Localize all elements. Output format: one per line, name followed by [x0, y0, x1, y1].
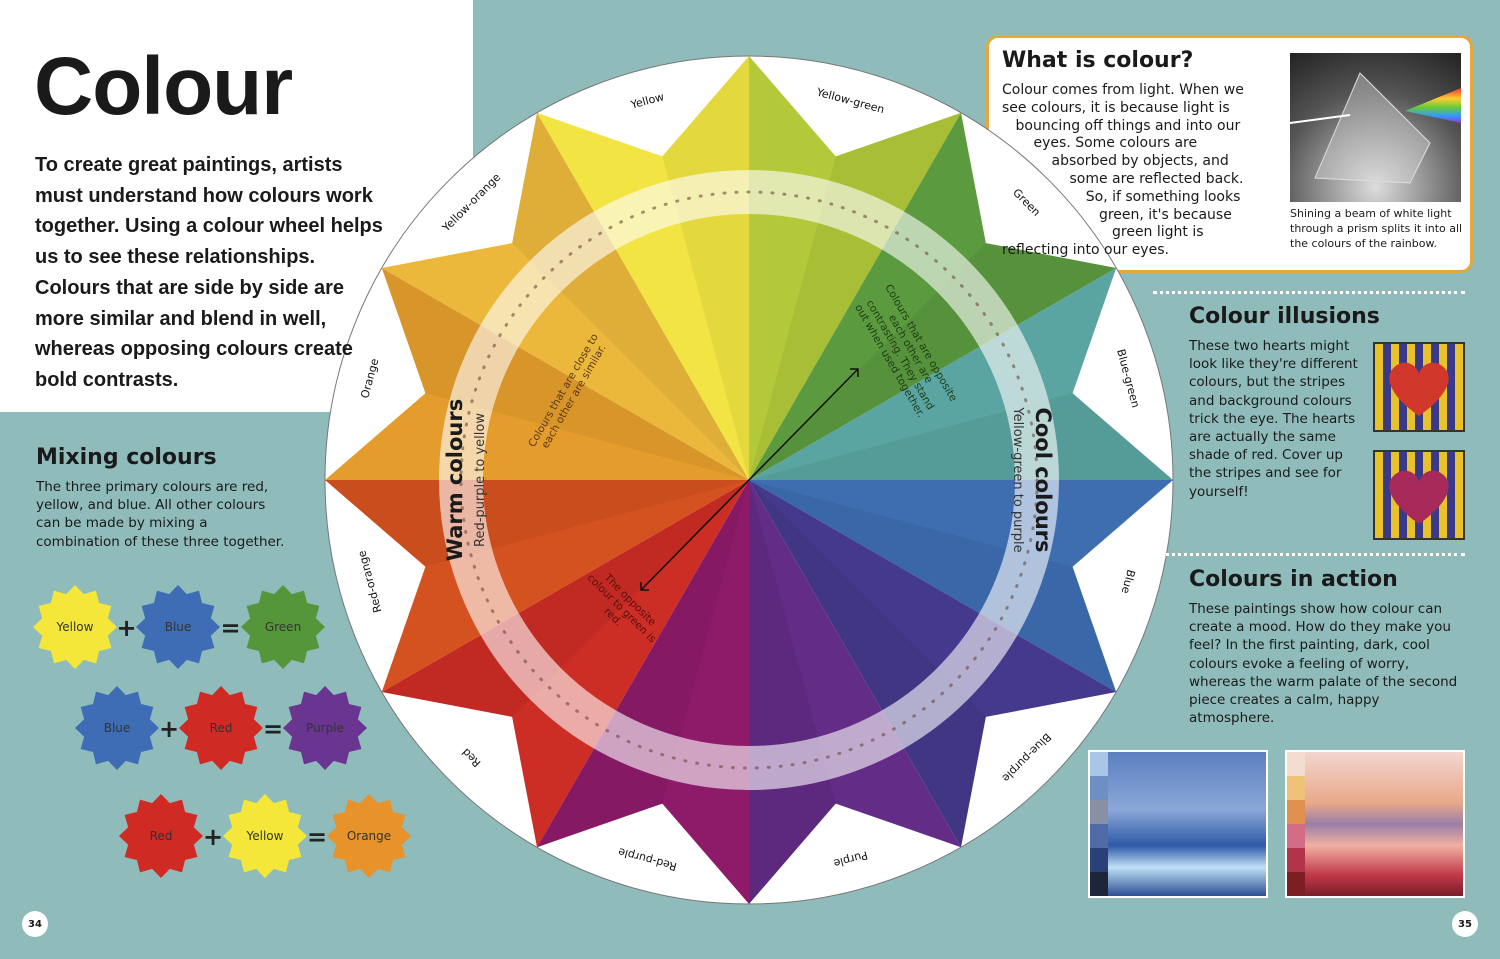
stormy-sea-painting	[1088, 750, 1268, 898]
segment-shade	[662, 56, 749, 480]
divider	[1153, 291, 1465, 294]
page-number-right: 35	[1452, 911, 1478, 937]
illusions-heading-text: Colour illusions	[1189, 304, 1380, 329]
segment-shade	[749, 393, 1173, 480]
mix-star-label: Red	[210, 721, 233, 735]
wheel-segment	[749, 480, 1173, 692]
plus-sign: +	[203, 823, 223, 851]
colour-swatch	[1287, 752, 1305, 776]
segment-shade	[749, 243, 1117, 480]
painting-image-warm	[1305, 752, 1463, 896]
swatch-strip-warm	[1287, 752, 1305, 896]
mix-star-label: Blue	[104, 721, 131, 735]
mixing-text: The three primary colours are red, yello…	[36, 479, 285, 550]
arrow-heads	[640, 368, 859, 591]
plus-sign: +	[159, 715, 179, 743]
wheel-label: Blue	[1119, 568, 1138, 595]
wheel-segment	[537, 480, 749, 904]
wheel-segment	[749, 480, 961, 904]
mix-star-label: Orange	[347, 829, 391, 843]
wheel-segment	[749, 480, 1117, 848]
colour-swatch	[1287, 848, 1305, 872]
mix-star-label: Blue	[165, 620, 192, 634]
wheel-segment	[381, 480, 749, 848]
wheel-segment	[325, 480, 749, 692]
opposite-arrow	[640, 368, 859, 591]
mix-star	[75, 686, 159, 770]
what-heading-text: What is colour?	[1002, 48, 1194, 73]
segment-shade	[325, 480, 749, 567]
heart-illusion-2	[1373, 450, 1465, 540]
segment-shade	[749, 480, 986, 848]
mix-star	[179, 686, 263, 770]
what-text-block: Colour comes from light. When we see col…	[1002, 82, 1264, 260]
mix-star	[33, 585, 117, 669]
prism-photo	[1289, 53, 1461, 202]
wheel-segment	[749, 56, 961, 480]
mixing-heading-text: Mixing colours	[36, 445, 217, 470]
colour-swatch	[1090, 824, 1108, 848]
colour-swatch	[1287, 872, 1305, 896]
illusions-text: These two hearts might look like they're…	[1189, 338, 1358, 500]
mix-star	[136, 585, 220, 669]
cool-colours-sub: Yellow-green to purple	[1010, 406, 1025, 552]
colour-swatch	[1090, 848, 1108, 872]
heart-illusion-1	[1373, 342, 1465, 432]
wheel-segment	[749, 268, 1173, 480]
segment-shade	[512, 112, 749, 480]
intro-text: To create great paintings, artists must …	[35, 154, 383, 391]
action-heading: Colours in action	[1189, 567, 1398, 592]
colour-swatch	[1090, 800, 1108, 824]
swatch-strip-cool	[1090, 752, 1108, 896]
divider	[1153, 553, 1465, 556]
segment-shade	[381, 268, 749, 480]
mix-star-label: Green	[265, 620, 301, 634]
mix-star-label: Yellow	[246, 829, 284, 843]
wheel-segment	[749, 112, 1117, 480]
mix-star-label: Yellow	[56, 620, 94, 634]
prism-caption: Shining a beam of white light through a …	[1290, 207, 1463, 250]
wheel-segment	[381, 112, 749, 480]
cool-colours-title: Cool colours	[1031, 407, 1055, 552]
equals-sign: =	[307, 823, 327, 851]
segment-shade	[749, 480, 836, 904]
equals-sign: =	[263, 715, 283, 743]
action-heading-text: Colours in action	[1189, 567, 1398, 592]
what-heading: What is colour?	[1002, 48, 1193, 73]
colour-swatch	[1090, 872, 1108, 896]
page-title: Colour	[34, 41, 293, 132]
mix-star	[283, 686, 367, 770]
action-text: These paintings show how colour can crea…	[1189, 601, 1458, 727]
mix-star-label: Red	[150, 829, 173, 843]
segment-shade	[381, 480, 749, 717]
mixing-heading: Mixing colours	[36, 445, 217, 470]
colour-swatch	[1287, 776, 1305, 800]
equals-sign: =	[220, 614, 240, 642]
wheel-segment	[537, 56, 749, 480]
mix-star	[241, 585, 325, 669]
mix-star-label: Purple	[306, 721, 344, 735]
sunset-painting	[1285, 750, 1465, 898]
colour-swatch	[1287, 824, 1305, 848]
mix-star	[223, 794, 307, 878]
colour-swatch	[1090, 752, 1108, 776]
wheel-segment	[325, 268, 749, 480]
illusions-heading: Colour illusions	[1189, 304, 1380, 329]
segment-shade	[537, 480, 749, 848]
warm-colours-sub: Red-purple to yellow	[473, 413, 488, 547]
page-number-left: 34	[22, 911, 48, 937]
colour-swatch	[1287, 800, 1305, 824]
painting-image-cool	[1108, 752, 1266, 896]
mix-star	[119, 794, 203, 878]
mix-star	[327, 794, 411, 878]
what-text: Colour comes from light. When we see col…	[1002, 82, 1244, 259]
colour-swatch	[1090, 776, 1108, 800]
ring-dots	[459, 190, 1039, 770]
plus-sign: +	[116, 614, 136, 642]
warm-colours-title: Warm colours	[443, 399, 467, 561]
